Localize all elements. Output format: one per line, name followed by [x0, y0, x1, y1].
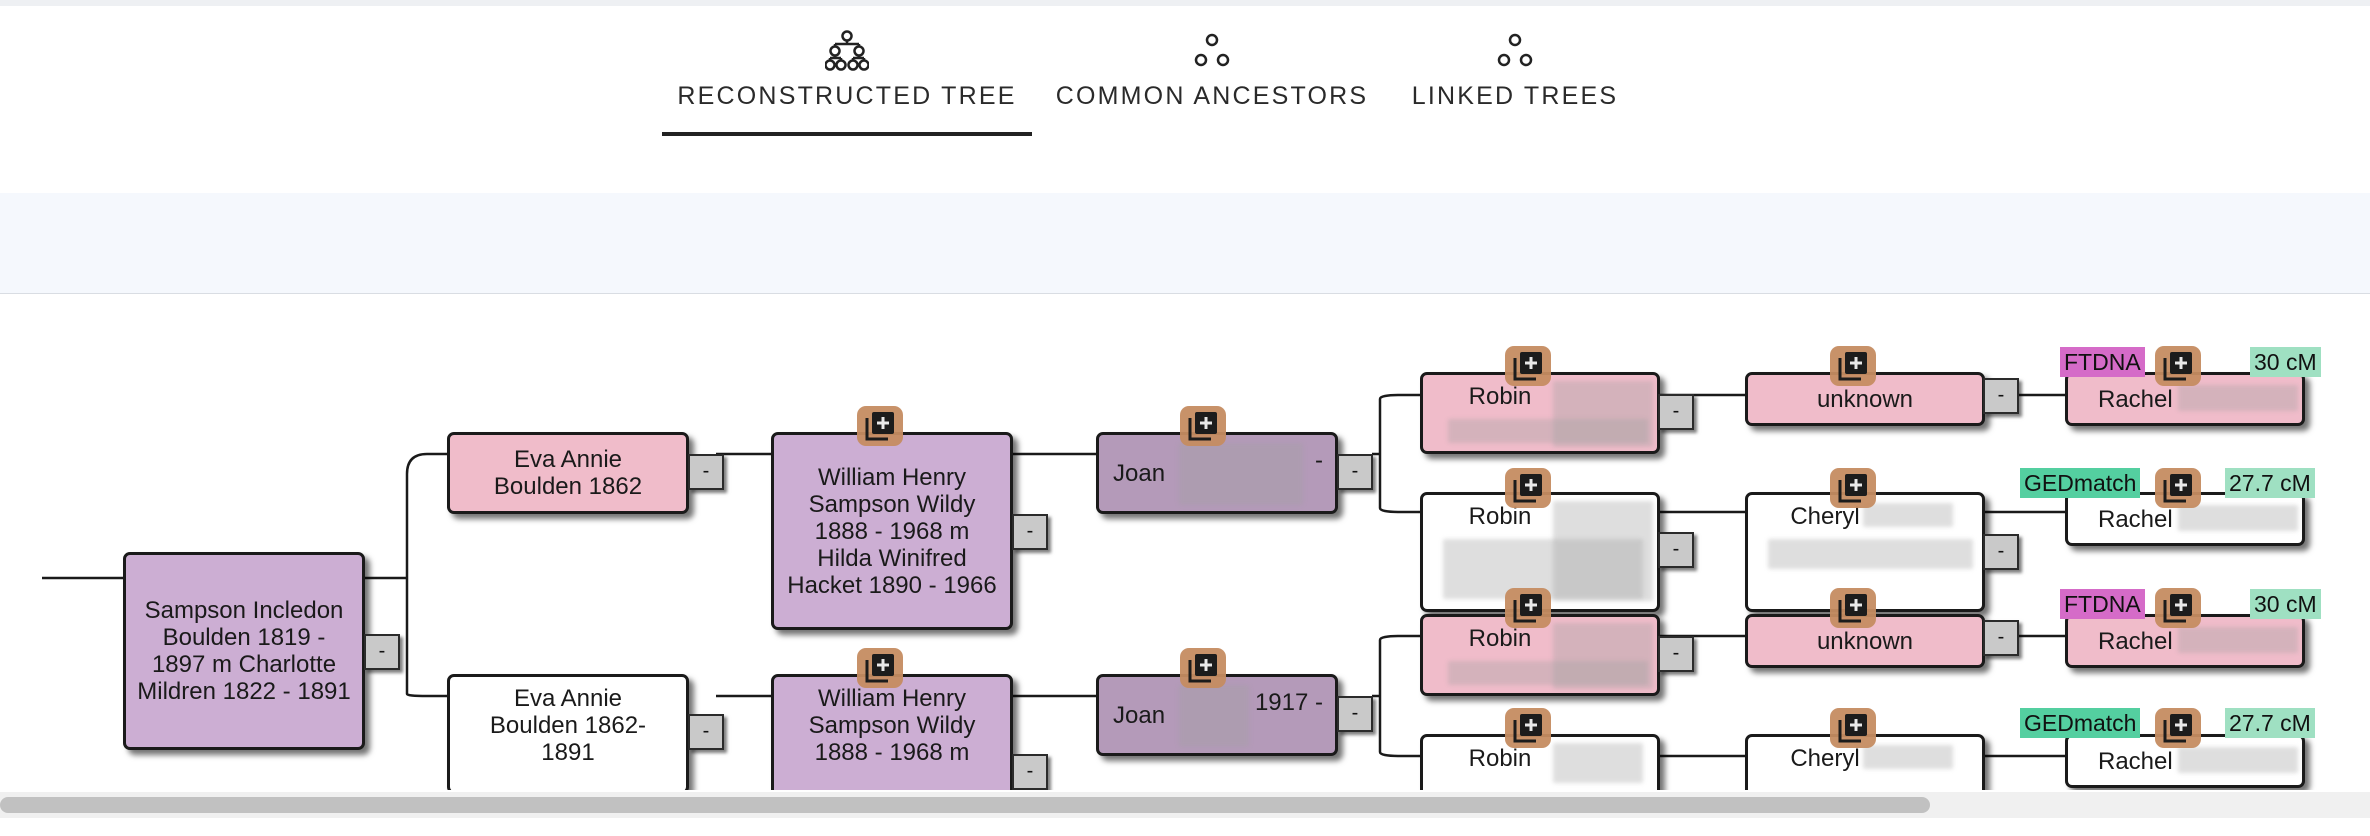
- node-label: Joan: [1113, 459, 1166, 487]
- cm-badge: 30 cM: [2250, 347, 2321, 377]
- node-label: 1917 -: [1254, 689, 1323, 716]
- redacted-text: [1553, 381, 1653, 447]
- add-record-icon[interactable]: [857, 648, 903, 688]
- redacted-text: [1768, 539, 1973, 569]
- node-label: Joan: [1113, 701, 1166, 729]
- tab-label: COMMON ANCESTORS: [1055, 82, 1369, 110]
- add-record-icon[interactable]: [1830, 468, 1876, 508]
- node-label: Sampson Incledon Boulden 1819 - 1897 m C…: [137, 597, 351, 705]
- add-record-icon[interactable]: [1830, 708, 1876, 748]
- add-record-icon[interactable]: [2155, 588, 2201, 628]
- node-label: Rachel: [2098, 747, 2173, 775]
- collapse-button[interactable]: -: [1658, 636, 1694, 672]
- view-tabs: RECONSTRUCTED TREE COMMON ANCESTORS LINK…: [0, 0, 2370, 195]
- node-label: Robin: [1468, 625, 1532, 652]
- collapse-button[interactable]: -: [1337, 696, 1373, 732]
- linked-nodes-icon: [1497, 33, 1533, 67]
- node-label: unknown: [1816, 385, 1914, 413]
- add-record-icon[interactable]: [1180, 406, 1226, 446]
- cm-badge: 27.7 cM: [2225, 708, 2315, 738]
- redacted-text: [1448, 419, 1648, 443]
- node-label: unknown: [1816, 627, 1914, 655]
- redacted-text: [2178, 627, 2298, 653]
- cm-badge: 27.7 cM: [2225, 468, 2315, 498]
- node-label: Eva Annie Boulden 1862- 1891: [489, 685, 647, 766]
- add-record-icon[interactable]: [1830, 588, 1876, 628]
- tree-node-gen3-b[interactable]: Joan 1917 -: [1096, 674, 1338, 756]
- active-tab-indicator: [662, 132, 1032, 136]
- tree-node-gen6-a[interactable]: Rachel: [2065, 372, 2305, 426]
- tab-common-ancestors[interactable]: COMMON ANCESTORS: [1052, 30, 1372, 138]
- horizontal-scrollbar[interactable]: [0, 792, 2370, 818]
- redacted-text: [1553, 501, 1653, 601]
- source-badge-gedmatch: GEDmatch: [2020, 708, 2141, 738]
- tree-node-gen4-b[interactable]: Robin: [1420, 492, 1660, 612]
- cm-badge: 30 cM: [2250, 589, 2321, 619]
- tab-linked-trees[interactable]: LINKED TREES: [1400, 30, 1630, 138]
- tab-label: LINKED TREES: [1411, 82, 1619, 110]
- hierarchy-tree-icon: [825, 30, 869, 71]
- node-label: Eva Annie Boulden 1862: [493, 446, 643, 500]
- redacted-text: [1863, 503, 1953, 527]
- add-record-icon[interactable]: [2155, 708, 2201, 748]
- scrollbar-thumb[interactable]: [0, 797, 1930, 813]
- collapse-button[interactable]: -: [688, 454, 724, 490]
- tab-reconstructed-tree[interactable]: RECONSTRUCTED TREE: [662, 30, 1032, 138]
- add-record-icon[interactable]: [1505, 346, 1551, 386]
- collapse-button[interactable]: -: [1658, 532, 1694, 568]
- node-label: William Henry Sampson Wildy 1888 - 1968 …: [808, 685, 976, 766]
- redacted-text: [2178, 385, 2298, 411]
- source-badge-ftdna: FTDNA: [2060, 347, 2145, 377]
- add-record-icon[interactable]: [857, 406, 903, 446]
- redacted-text: [1553, 743, 1643, 783]
- node-label: Cheryl: [1790, 745, 1860, 772]
- tree-node-gen5-c[interactable]: unknown: [1745, 614, 1985, 668]
- redacted-text: [2178, 505, 2298, 531]
- collapse-button[interactable]: -: [688, 714, 724, 750]
- redacted-text: [1553, 623, 1653, 689]
- ancestors-nodes-icon: [1194, 33, 1230, 67]
- node-label: Rachel: [2098, 385, 2173, 413]
- add-record-icon[interactable]: [2155, 468, 2201, 508]
- redacted-text: [1863, 745, 1953, 769]
- tree-node-gen3-a[interactable]: Joan -: [1096, 432, 1338, 514]
- redacted-text: [2178, 747, 2298, 773]
- tree-node-gen4-c[interactable]: Robin: [1420, 614, 1660, 696]
- tree-node-root[interactable]: Sampson Incledon Boulden 1819 - 1897 m C…: [123, 552, 365, 750]
- toolbar-area: [0, 193, 2370, 294]
- top-border: [0, 0, 2370, 6]
- tree-node-gen1-b[interactable]: Eva Annie Boulden 1862- 1891: [447, 674, 689, 790]
- collapse-button[interactable]: -: [1012, 514, 1048, 550]
- node-label: William Henry Sampson Wildy 1888 - 1968 …: [787, 463, 997, 599]
- add-record-icon[interactable]: [1505, 708, 1551, 748]
- tree-node-gen2-b[interactable]: William Henry Sampson Wildy 1888 - 1968 …: [771, 674, 1013, 790]
- tree-node-gen2-a[interactable]: William Henry Sampson Wildy 1888 - 1968 …: [771, 432, 1013, 630]
- node-label: Rachel: [2098, 505, 2173, 533]
- source-badge-ftdna: FTDNA: [2060, 589, 2145, 619]
- add-record-icon[interactable]: [1830, 346, 1876, 386]
- node-label: -: [1315, 447, 1323, 474]
- collapse-button[interactable]: -: [364, 634, 400, 670]
- add-record-icon[interactable]: [1180, 648, 1226, 688]
- collapse-button[interactable]: -: [1983, 378, 2019, 414]
- add-record-icon[interactable]: [1505, 468, 1551, 508]
- collapse-button[interactable]: -: [1337, 454, 1373, 490]
- tree-canvas[interactable]: Sampson Incledon Boulden 1819 - 1897 m C…: [0, 294, 2370, 790]
- collapse-button[interactable]: -: [1658, 394, 1694, 430]
- collapse-button[interactable]: -: [1012, 754, 1048, 790]
- collapse-button[interactable]: -: [1983, 620, 2019, 656]
- redacted-text: [1179, 443, 1303, 505]
- node-label: Robin: [1468, 745, 1532, 772]
- collapse-button[interactable]: -: [1983, 534, 2019, 570]
- redacted-text: [1448, 661, 1648, 685]
- tab-label: RECONSTRUCTED TREE: [677, 82, 1017, 110]
- add-record-icon[interactable]: [2155, 346, 2201, 386]
- add-record-icon[interactable]: [1505, 588, 1551, 628]
- node-label: Rachel: [2098, 627, 2173, 655]
- redacted-text: [1179, 685, 1249, 747]
- tree-node-gen5-b[interactable]: Cheryl: [1745, 492, 1985, 612]
- node-label: Robin: [1468, 383, 1532, 410]
- source-badge-gedmatch: GEDmatch: [2020, 468, 2141, 498]
- tree-node-gen1-a[interactable]: Eva Annie Boulden 1862: [447, 432, 689, 514]
